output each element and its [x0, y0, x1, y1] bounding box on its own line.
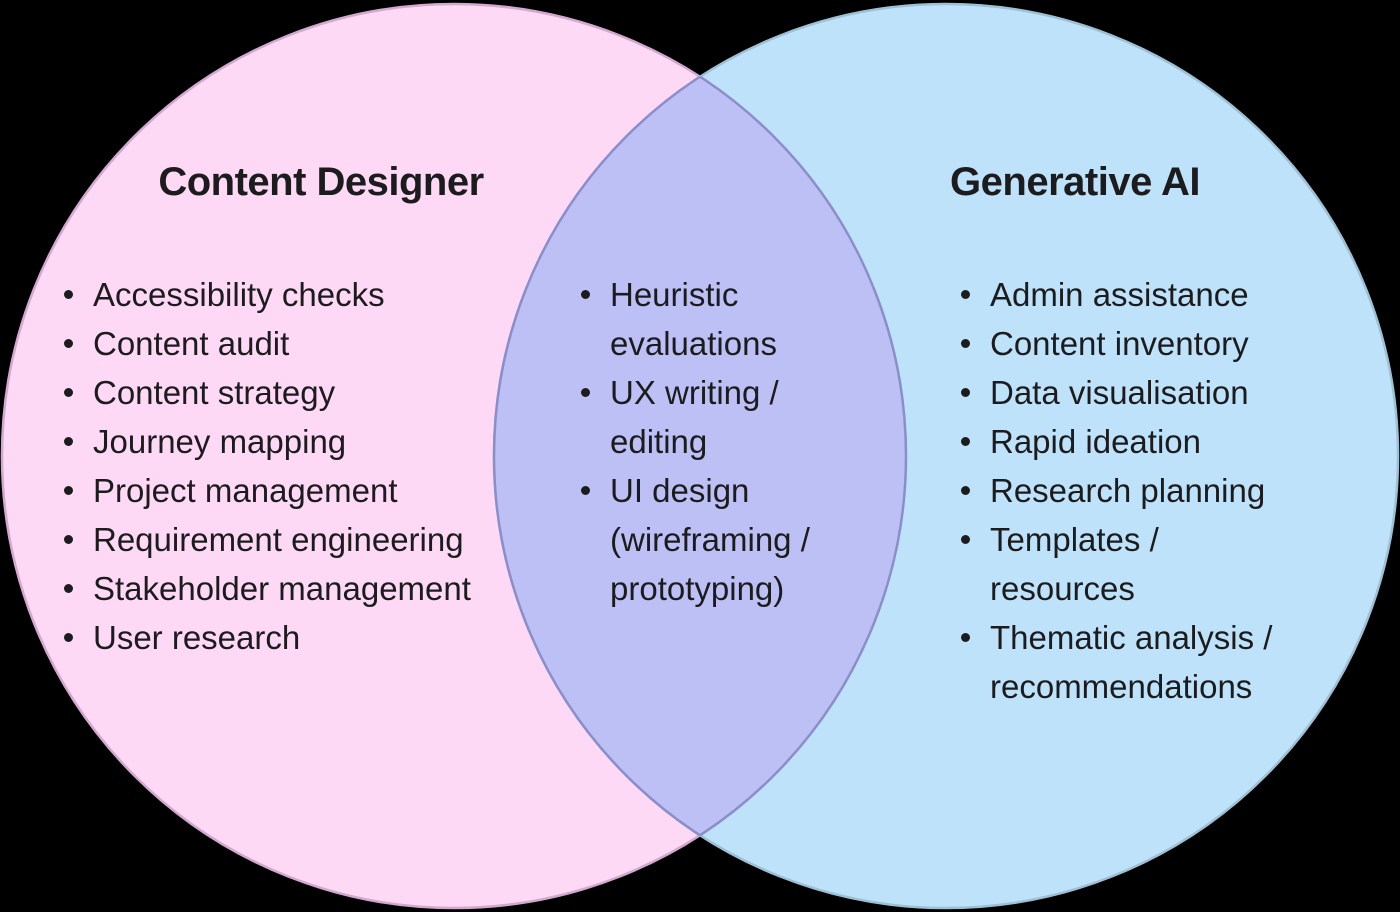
list-item: Research planning [957, 466, 1302, 515]
left-circle-title: Content Designer [158, 160, 484, 204]
list-item: Accessibility checks [60, 270, 480, 319]
list-item-label: Templates / resources [990, 521, 1159, 607]
bullet-icon [961, 339, 970, 348]
list-item-label: Content inventory [990, 325, 1249, 362]
overlap-lens [492, 4, 906, 908]
list-item: UI design (wireframing / prototyping) [577, 466, 832, 613]
list-item: Journey mapping [60, 417, 480, 466]
list-item: UX writing / editing [577, 368, 832, 466]
list-item: Heuristic evaluations [577, 270, 832, 368]
list-item-label: UI design (wireframing / prototyping) [610, 472, 810, 607]
bullet-icon [961, 437, 970, 446]
list-item-label: Content audit [93, 325, 290, 362]
list-item: Thematic analysis / recommendations [957, 613, 1302, 711]
bullet-icon [64, 584, 73, 593]
list-item: Content strategy [60, 368, 480, 417]
bullet-icon [581, 290, 590, 299]
list-item: Content inventory [957, 319, 1302, 368]
list-item-label: Accessibility checks [93, 276, 385, 313]
list-item-label: Content strategy [93, 374, 336, 411]
bullet-icon [961, 290, 970, 299]
bullet-icon [581, 388, 590, 397]
list-item-label: Thematic analysis / recommendations [990, 619, 1273, 705]
bullet-icon [64, 633, 73, 642]
bullet-icon [64, 535, 73, 544]
list-item: User research [60, 613, 480, 662]
bullet-icon [64, 388, 73, 397]
left-circle-list: Accessibility checks Content audit Conte… [60, 270, 480, 662]
list-item: Stakeholder management [60, 564, 480, 613]
list-item-label: Rapid ideation [990, 423, 1201, 460]
list-item-label: UX writing / editing [610, 374, 779, 460]
list-item: Templates / resources [957, 515, 1302, 613]
list-item: Project management [60, 466, 480, 515]
list-item-label: Project management [93, 472, 398, 509]
bullet-icon [64, 339, 73, 348]
list-item-label: Journey mapping [93, 423, 347, 460]
list-item: Data visualisation [957, 368, 1302, 417]
bullet-icon [961, 388, 970, 397]
list-item: Content audit [60, 319, 480, 368]
list-item-label: Data visualisation [990, 374, 1249, 411]
overlap-list: Heuristic evaluations UX writing / editi… [577, 270, 832, 613]
bullet-icon [961, 486, 970, 495]
list-item-label: Admin assistance [990, 276, 1249, 313]
list-item: Admin assistance [957, 270, 1302, 319]
list-item: Rapid ideation [957, 417, 1302, 466]
list-item-label: Requirement engineering [93, 521, 464, 558]
bullet-icon [961, 633, 970, 642]
list-item-label: User research [93, 619, 301, 656]
bullet-icon [64, 437, 73, 446]
bullet-icon [581, 486, 590, 495]
list-item-label: Heuristic evaluations [610, 276, 777, 362]
list-item-label: Stakeholder management [93, 570, 471, 607]
list-item-label: Research planning [990, 472, 1266, 509]
list-item: Requirement engineering [60, 515, 480, 564]
right-circle-title: Generative AI [950, 160, 1200, 204]
right-circle-list: Admin assistance Content inventory Data … [957, 270, 1302, 711]
bullet-icon [64, 486, 73, 495]
bullet-icon [64, 290, 73, 299]
overlap-lens-right-edge [494, 4, 908, 908]
bullet-icon [961, 535, 970, 544]
